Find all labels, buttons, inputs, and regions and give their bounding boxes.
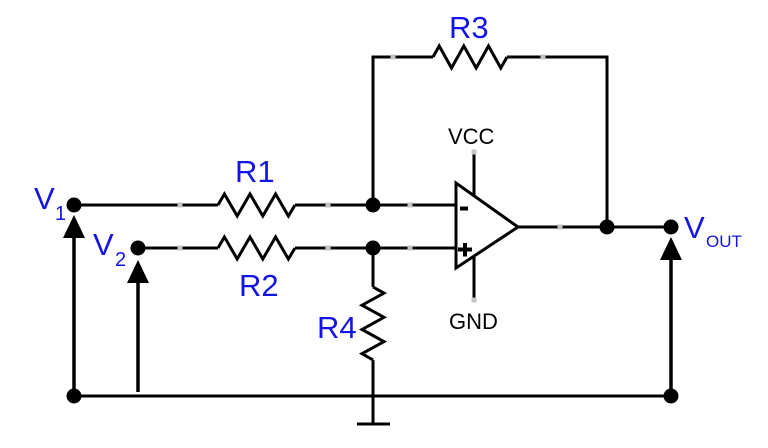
r2-label: R2	[239, 268, 279, 303]
resistor-r1-icon	[216, 191, 297, 219]
node-vout-terminal	[663, 219, 679, 235]
node-output-feedback-junction	[599, 219, 615, 235]
node-v2-terminal	[130, 240, 146, 256]
resistor-r4-icon	[358, 285, 388, 362]
opamp-triangle-icon	[454, 180, 521, 271]
r3-label: R3	[449, 10, 489, 45]
resistor-r2-icon	[216, 234, 297, 262]
opamp-noninverting-input-icon	[458, 243, 472, 257]
node-noninverting-junction	[365, 240, 381, 256]
vcc-label: VCC	[448, 124, 495, 149]
node-ground-rail-right	[663, 388, 679, 404]
node-v1-terminal	[66, 197, 82, 213]
gnd-label: GND	[449, 309, 498, 334]
wire-segment-handles	[177, 54, 563, 303]
v1-label: V 1	[34, 181, 66, 225]
resistor-r3-icon	[431, 42, 509, 72]
vout-arrow-icon	[660, 237, 682, 392]
v2-source-arrow-icon	[127, 260, 149, 392]
vout-label: V OUT	[684, 210, 742, 251]
r4-label: R4	[317, 310, 357, 345]
wire-feedback-right	[507, 55, 609, 227]
wire-feedback-left	[371, 55, 433, 205]
r1-label: R1	[235, 154, 275, 189]
v1-source-arrow-icon	[63, 215, 85, 394]
node-inverting-junction	[365, 197, 381, 213]
node-ground-rail-left	[66, 388, 82, 404]
v2-label: V 2	[93, 227, 126, 271]
